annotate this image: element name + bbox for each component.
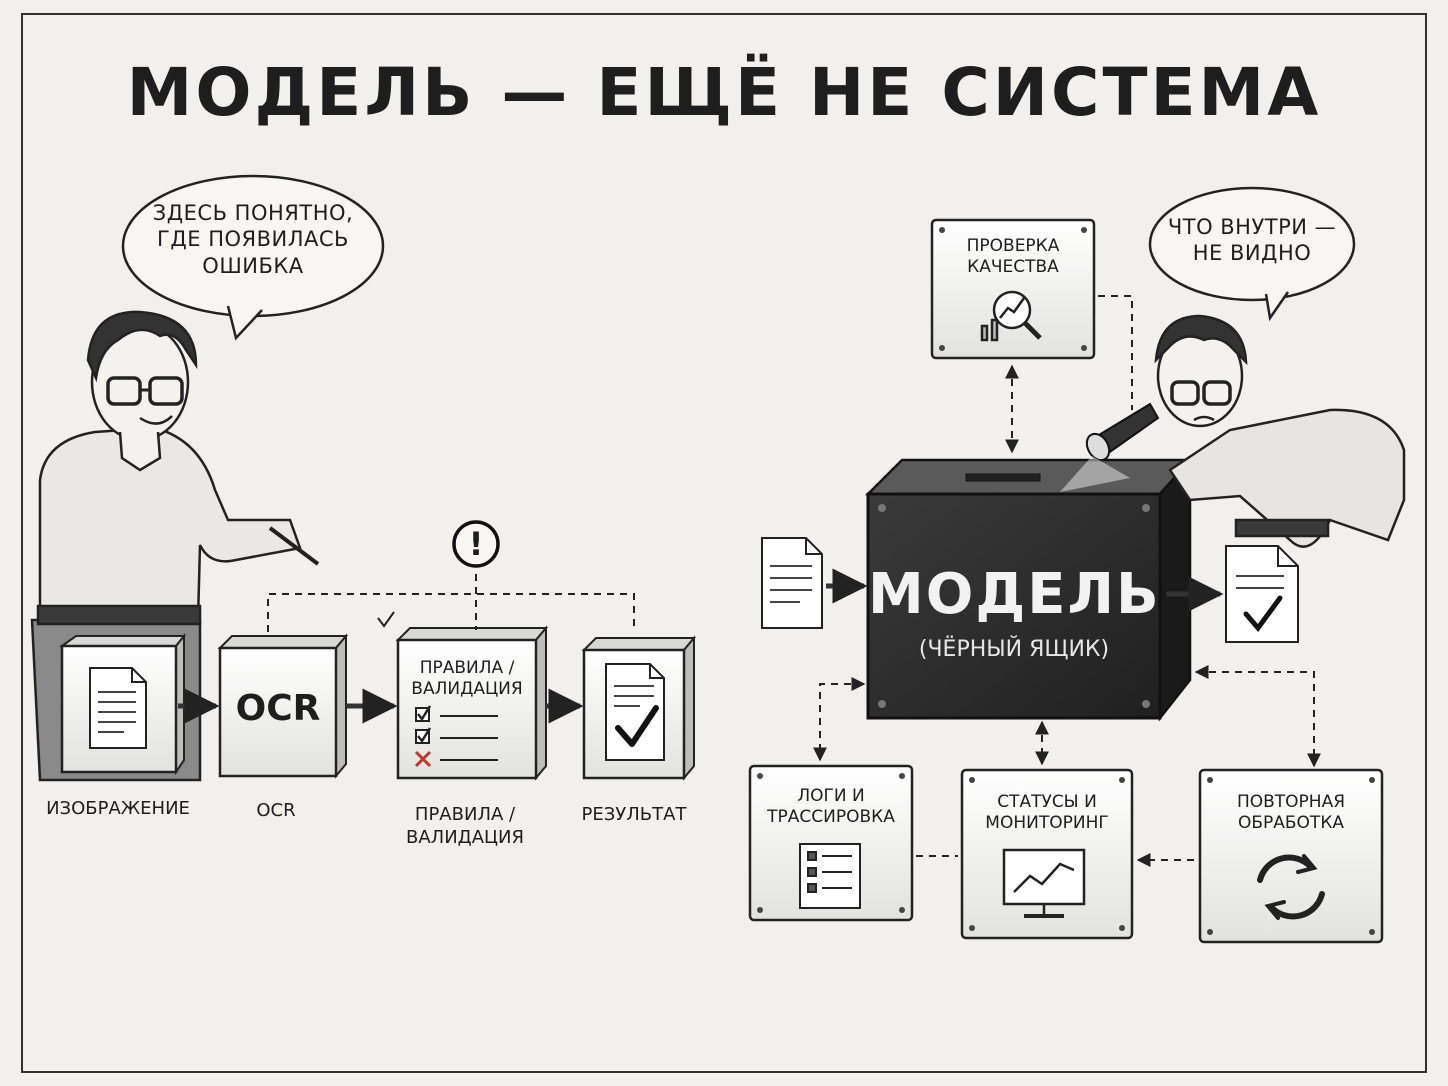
document-icon bbox=[89, 667, 147, 749]
error-x-icon bbox=[414, 750, 432, 768]
worried-engineer-figure bbox=[1154, 314, 1406, 548]
retry-label: Повторная обработка bbox=[1200, 792, 1382, 835]
ocr-box-label: OCR bbox=[235, 688, 321, 729]
logs-label-line-2: трассировка bbox=[767, 807, 895, 828]
left-speech-bubble bbox=[121, 174, 385, 341]
output-document-icon bbox=[1225, 545, 1299, 643]
retry-label-line-1: Повторная bbox=[1236, 792, 1346, 812]
alert-symbol: ! bbox=[468, 525, 484, 563]
rules-box-line-1: Правила / bbox=[419, 658, 515, 678]
logs-label-line-1: Логи и bbox=[797, 786, 865, 806]
left-speech-line-1: Здесь понятно, bbox=[152, 201, 354, 225]
quality-label-line-2: качества bbox=[967, 257, 1059, 278]
left-speech-line-2: где появилась bbox=[157, 227, 349, 252]
caption-result: Результат bbox=[581, 804, 687, 825]
left-speech-text: Здесь понятно, где появилась ошибка bbox=[143, 200, 363, 279]
caption-ocr: OCR bbox=[256, 800, 296, 821]
status-label-line-2: мониторинг bbox=[985, 813, 1109, 834]
caption-rules: Правила / валидация bbox=[380, 804, 550, 849]
flashlight-icon bbox=[1060, 402, 1160, 492]
right-speech-line-2: не видно bbox=[1192, 241, 1312, 266]
right-speech-text: Что внутри — не видно bbox=[1160, 214, 1344, 267]
page-border bbox=[21, 13, 1427, 1073]
model-label: Модель bbox=[868, 562, 1161, 627]
caption-rules-line-2: валидация bbox=[406, 826, 524, 848]
caption-image: Изображение bbox=[46, 798, 190, 819]
right-speech-bubble bbox=[1148, 186, 1356, 322]
retry-label-line-2: обработка bbox=[1237, 813, 1345, 834]
page-title: Модель — ещё не система bbox=[126, 54, 1322, 131]
left-speech-line-3: ошибка bbox=[202, 253, 304, 278]
logs-label: Логи и трассировка bbox=[750, 786, 912, 829]
refresh-icon bbox=[1257, 854, 1325, 920]
rules-box-label: Правила / валидация bbox=[398, 658, 536, 701]
right-speech-line-1: Что внутри — bbox=[1167, 215, 1337, 239]
status-label-line-1: Статусы и bbox=[997, 792, 1097, 812]
checkmark-icon bbox=[615, 705, 659, 747]
ocr-box bbox=[217, 633, 349, 779]
result-document-icon bbox=[605, 663, 665, 761]
quality-label-line-1: Проверка bbox=[966, 236, 1060, 256]
black-box-model bbox=[864, 456, 1193, 722]
trace-dashed-lines bbox=[267, 574, 635, 632]
status-label: Статусы и мониторинг bbox=[962, 792, 1132, 835]
log-list-icon bbox=[799, 843, 861, 909]
rules-box-line-2: валидация bbox=[411, 679, 523, 700]
quality-label: Проверка качества bbox=[932, 236, 1094, 279]
quality-check-box bbox=[930, 218, 1096, 360]
input-document-icon bbox=[761, 537, 823, 629]
checklist-icon bbox=[415, 705, 498, 761]
magnifier-chart-icon bbox=[980, 290, 1042, 342]
caption-rules-line-1: Правила / bbox=[414, 804, 516, 825]
monitor-chart-icon bbox=[1002, 848, 1086, 918]
system-dashed-connectors bbox=[813, 295, 1321, 867]
alert-icon bbox=[452, 520, 500, 568]
model-sublabel: (чёрный ящик) bbox=[918, 637, 1110, 662]
small-check-icon bbox=[377, 611, 395, 628]
